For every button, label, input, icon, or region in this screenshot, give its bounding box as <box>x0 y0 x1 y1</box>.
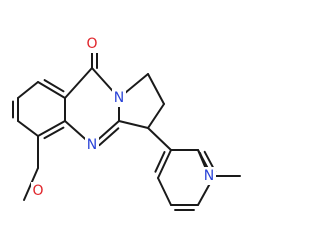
amine-nitrogen-label: N <box>204 168 214 184</box>
atom-label-layer: O N N N O <box>31 35 216 200</box>
ring-nitrogen-1: N <box>112 89 126 107</box>
ring-nitrogen-3: N <box>85 136 99 154</box>
methoxy-oxygen-label: O <box>32 183 43 199</box>
bond-c8a-c8-second <box>43 79 65 93</box>
bond-p6-p1 <box>157 149 172 179</box>
amine-nitrogen: N <box>202 167 216 185</box>
chemical-structure-diagram: O N N N O <box>12 35 241 211</box>
carbonyl-oxygen-label: O <box>86 36 97 52</box>
bond-p5-p6 <box>157 177 172 206</box>
bond-c8-c7 <box>17 81 39 99</box>
methoxy-oxygen: O <box>31 182 45 200</box>
bond-cb-cc <box>147 103 165 129</box>
bond-p6-p1-second <box>154 151 166 173</box>
ring-nitrogen-3-label: N <box>87 137 97 153</box>
bond-c6-c5 <box>17 120 39 137</box>
bond-c5-c4a <box>37 120 66 137</box>
ring-nitrogen-1-label: N <box>114 90 124 106</box>
bond-cc-p1 <box>147 127 172 151</box>
bond-ca-cb <box>147 73 165 105</box>
structure-canvas: O N N N O <box>12 35 241 211</box>
bond-c5-c4a-second <box>43 126 65 140</box>
bond-cc-c3a <box>118 120 149 129</box>
bond-c8a-c8 <box>37 81 66 99</box>
carbonyl-oxygen: O <box>85 35 99 53</box>
bond-c8a-c9 <box>64 67 93 99</box>
bond-layer <box>12 43 241 211</box>
bond-c3a-n3-second <box>98 127 120 147</box>
